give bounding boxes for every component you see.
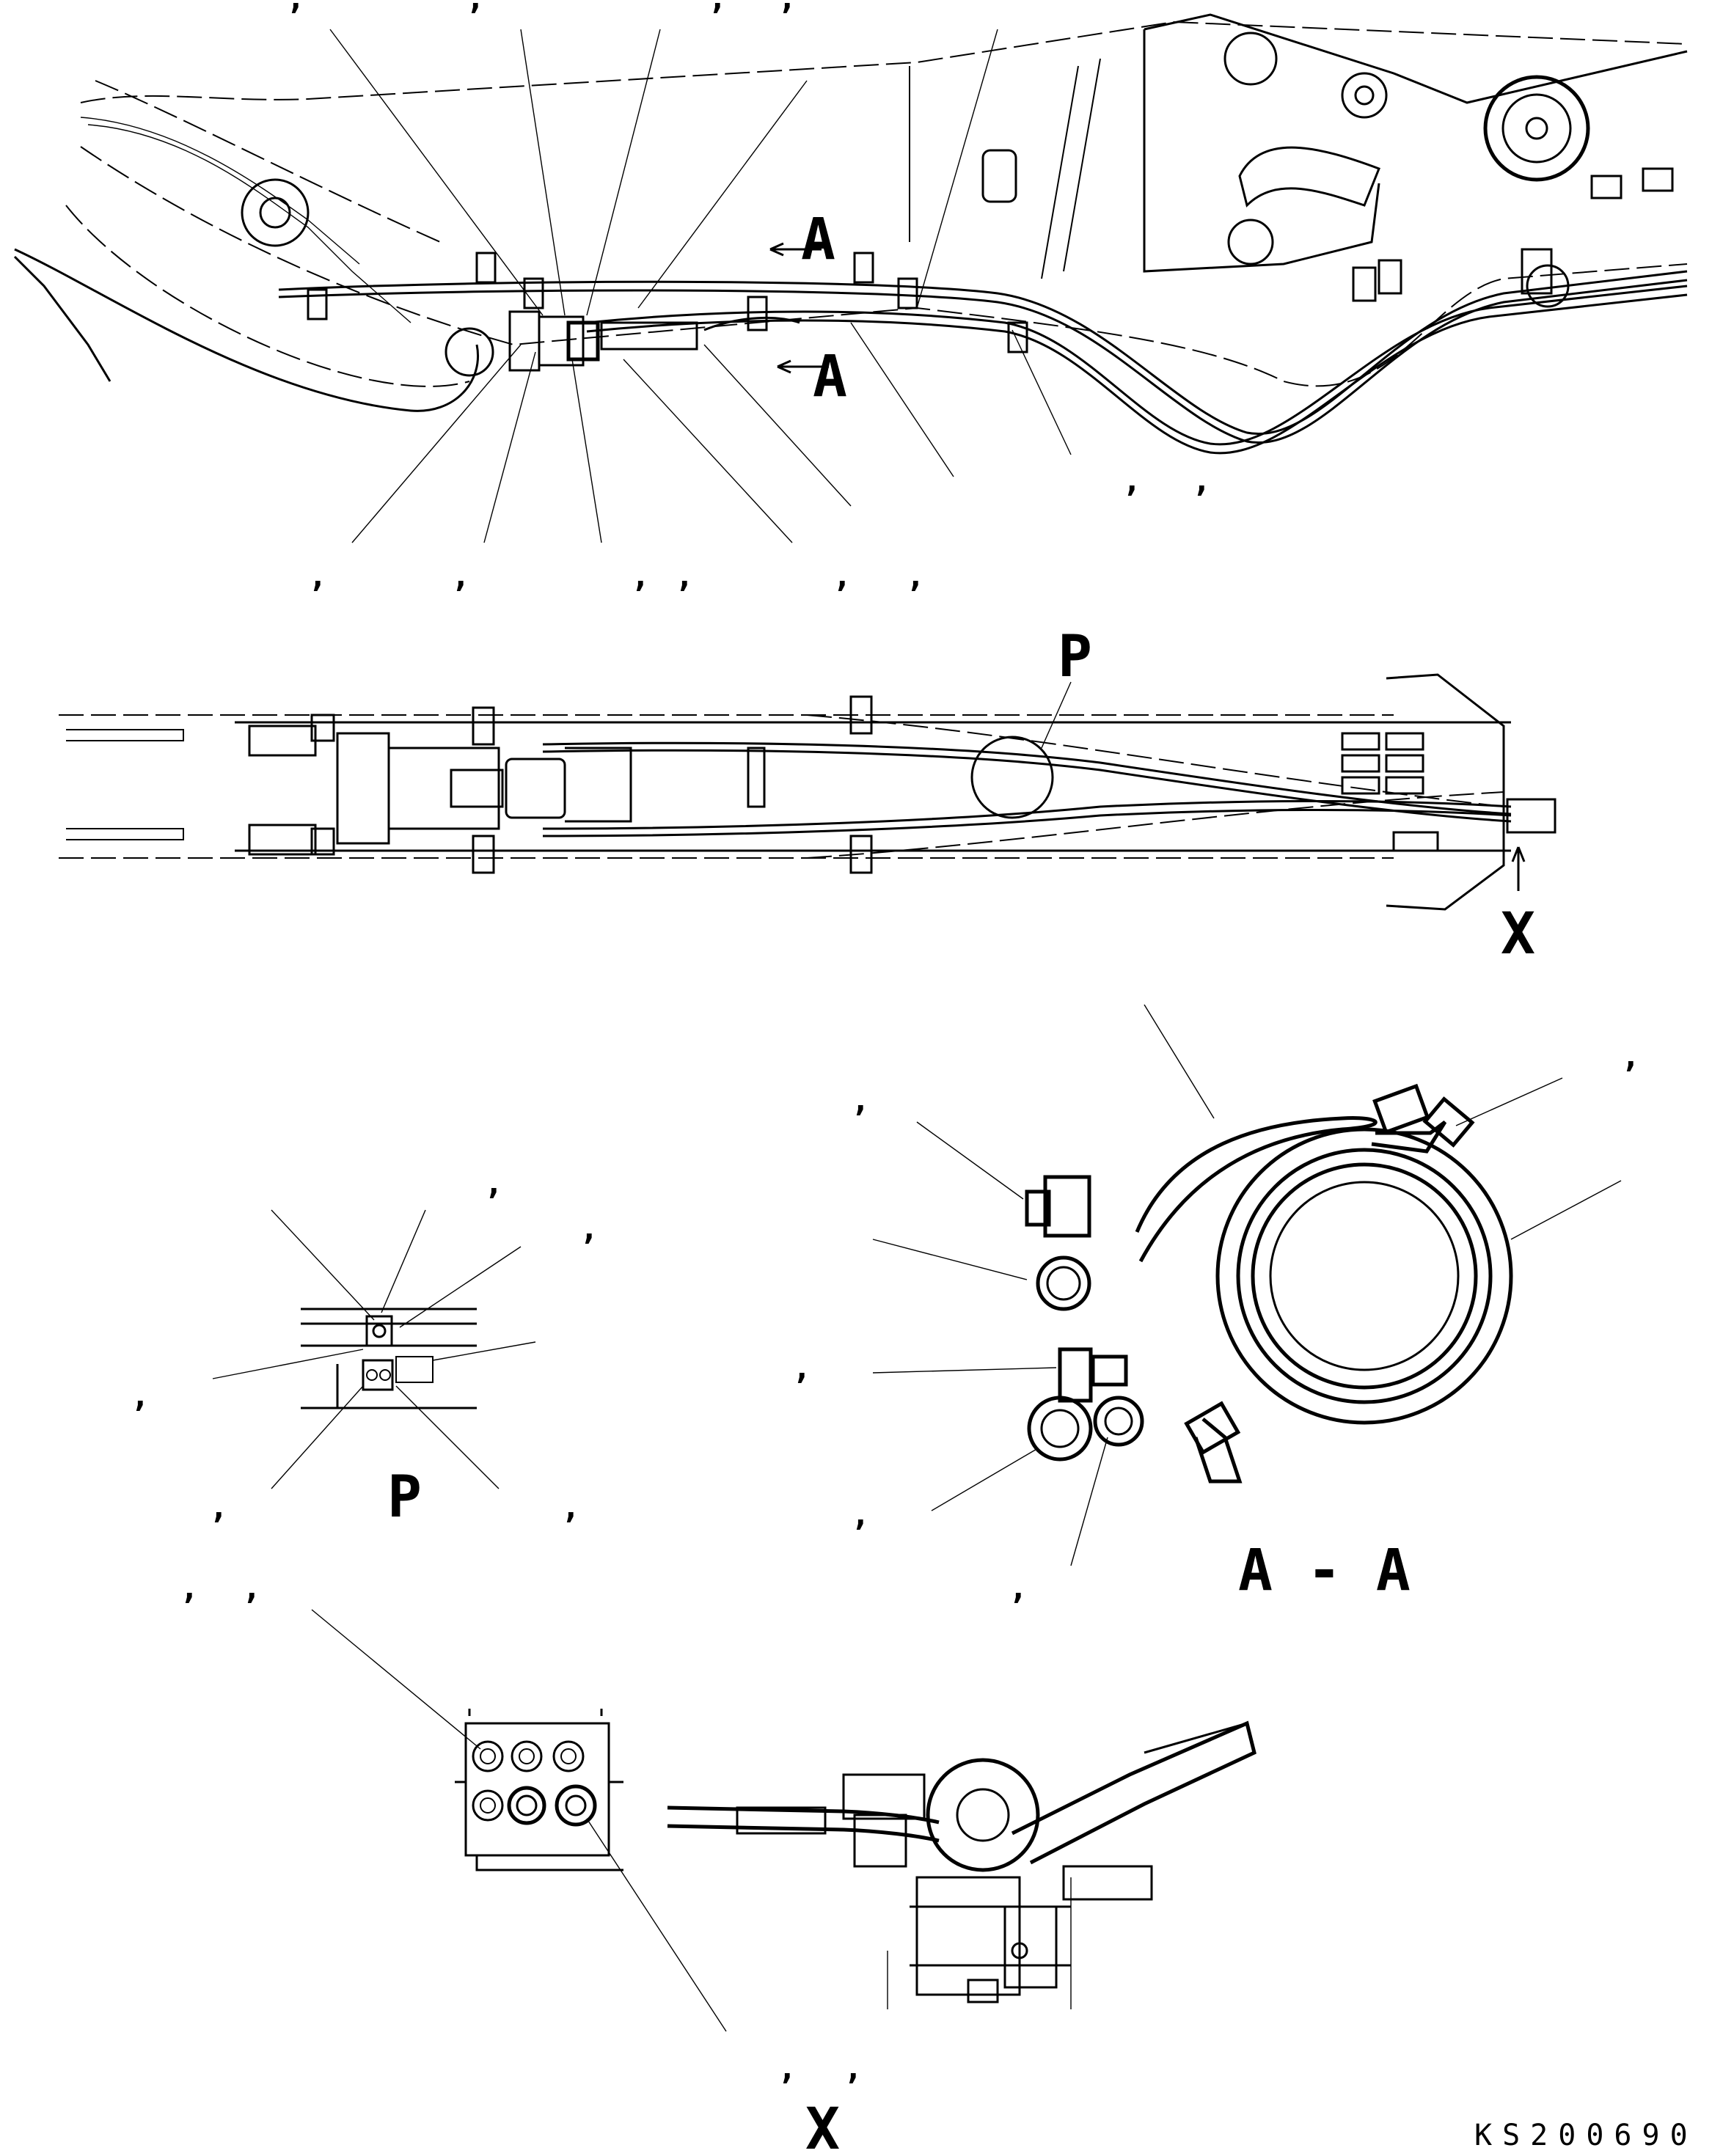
fitting-cluster	[1341, 732, 1556, 852]
svg-text:,: ,	[466, 0, 486, 17]
svg-text:,: ,	[631, 557, 651, 595]
svg-text:,: ,	[1192, 462, 1212, 499]
view-x-title: X	[805, 2097, 840, 2156]
svg-text:,: ,	[1122, 462, 1142, 499]
svg-text:,: ,	[209, 1489, 229, 1526]
svg-text:,: ,	[579, 1210, 599, 1247]
view-x: , , X	[311, 1609, 1256, 2156]
svg-text:,: ,	[675, 557, 695, 595]
drawing-code: KS200690	[1474, 2119, 1698, 2152]
clamp-group	[307, 167, 1674, 353]
svg-text:,: ,	[561, 1489, 581, 1526]
svg-text:,: ,	[1009, 1569, 1028, 1607]
section-marker-a-upper: A	[801, 207, 835, 273]
detail-p-title: P	[387, 1464, 422, 1530]
svg-text:,: ,	[778, 2050, 797, 2087]
svg-text:,: ,	[833, 557, 852, 595]
svg-text:,: ,	[851, 1496, 871, 1533]
svg-text:,: ,	[451, 557, 471, 595]
section-a-a-view: A - A , , , , ,	[792, 1004, 1641, 1607]
svg-text:,: ,	[180, 1569, 200, 1607]
svg-text:,: ,	[792, 1349, 812, 1387]
svg-text:,: ,	[242, 1569, 262, 1607]
view-x-marker: X	[1501, 901, 1535, 967]
section-marker-a-lower: A	[813, 344, 847, 410]
svg-text:,: ,	[844, 2050, 863, 2087]
svg-text:,: ,	[1621, 1038, 1641, 1075]
svg-text:,: ,	[308, 557, 328, 595]
svg-text:,: ,	[131, 1377, 150, 1415]
boom-plan-view: P X	[59, 624, 1556, 967]
callout-separators-top: , , , , , , , , , , , ,	[286, 0, 1212, 595]
detail-p-callout-circle	[970, 736, 1054, 819]
svg-text:,: ,	[708, 0, 728, 17]
boom-side-view: A A	[13, 13, 1688, 543]
svg-text:,: ,	[286, 0, 306, 17]
detail-p-marker: P	[1058, 624, 1092, 690]
svg-text:,: ,	[484, 1165, 504, 1202]
svg-text:,: ,	[851, 1082, 871, 1119]
section-a-a-title: A - A	[1238, 1538, 1411, 1604]
svg-text:,: ,	[906, 557, 926, 595]
svg-text:,: ,	[778, 0, 797, 17]
detail-p-view: P , , , , , , ,	[131, 1165, 599, 1607]
